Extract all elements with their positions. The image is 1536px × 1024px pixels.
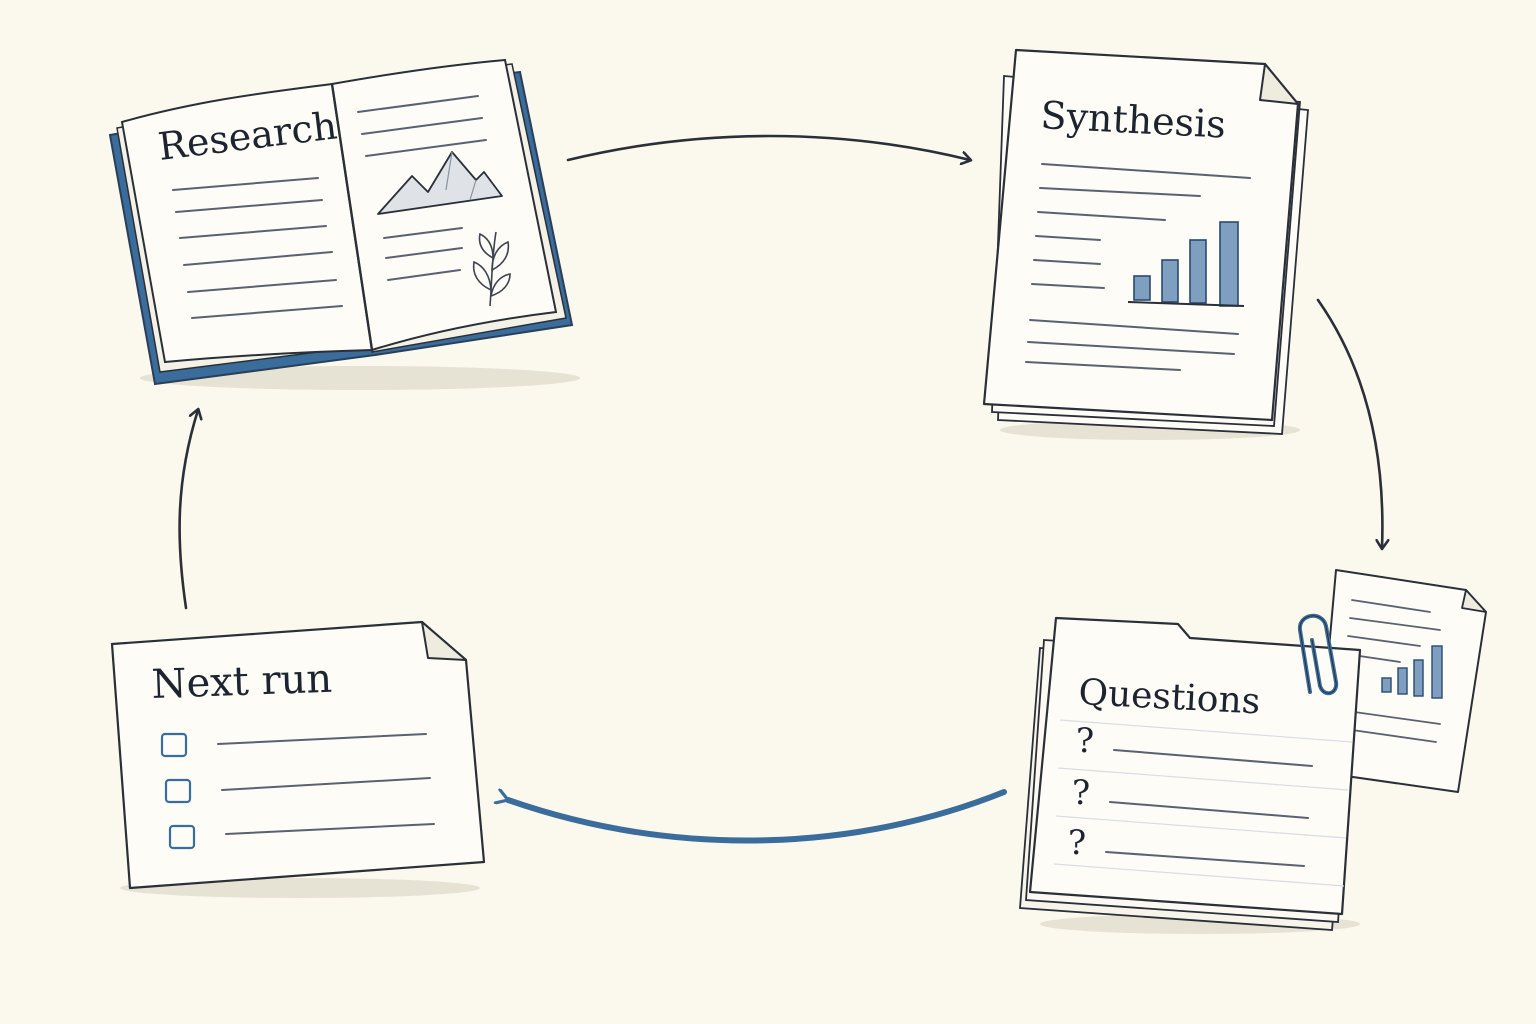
questions-node: Questions ? ? ? — [1019, 569, 1487, 934]
arrow-synthesis-to-questions — [1316, 298, 1382, 548]
plant-sprig-icon — [472, 231, 511, 307]
folder-icon — [1019, 616, 1362, 931]
question-mark: ? — [1076, 721, 1094, 761]
question-mark: ? — [1072, 773, 1090, 813]
checkbox-icon — [160, 732, 196, 850]
arrow-next-run-to-research — [178, 410, 198, 610]
paperclip-icon — [1297, 614, 1339, 696]
synthesis-node: Synthesis — [982, 48, 1309, 440]
question-mark: ? — [1068, 823, 1086, 863]
research-node: Research — [108, 58, 580, 390]
bar-chart-icon — [1381, 645, 1443, 699]
open-book-icon — [108, 58, 580, 390]
next-run-label: Next run — [151, 656, 333, 708]
arrow-research-to-synthesis — [566, 134, 970, 160]
synthesis-label: Synthesis — [1040, 93, 1227, 147]
next-run-node: Next run — [110, 620, 486, 898]
arrow-questions-to-next-run — [508, 792, 1007, 844]
document-icon — [982, 48, 1309, 435]
document-icon — [110, 620, 486, 890]
questions-label: Questions — [1078, 672, 1262, 722]
mountain-icon — [377, 151, 503, 215]
bar-chart-icon — [1127, 221, 1245, 307]
